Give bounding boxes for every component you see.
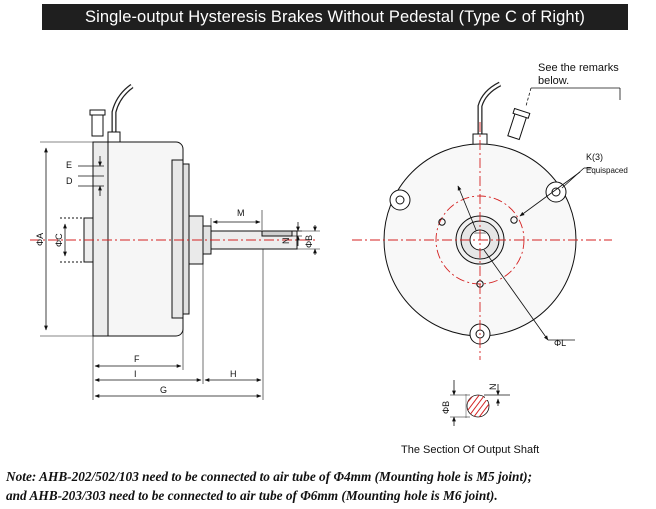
label-equispaced: Equispaced [586, 166, 628, 175]
front-air-fitting [507, 107, 531, 141]
side-view [30, 83, 320, 400]
section-label-n: N [488, 384, 498, 391]
label-e: E [66, 160, 72, 170]
label-f: F [134, 354, 140, 364]
label-k: K(3) [586, 152, 603, 162]
label-n: N [281, 238, 291, 245]
shaft-section-flat [485, 394, 491, 400]
label-d: D [66, 176, 73, 186]
mounting-lug-left [389, 189, 411, 211]
page-title: Single-output Hysteresis Brakes Without … [42, 4, 628, 30]
label-phi-b: ΦB [304, 235, 314, 248]
mounting-lug-right [545, 181, 567, 203]
label-phi-c: ΦC [54, 233, 64, 247]
keyway [261, 230, 293, 237]
remark-line-1: See the remarks [538, 62, 619, 74]
label-g: G [160, 385, 167, 395]
cable-grommet [107, 131, 121, 143]
label-m: M [237, 208, 245, 218]
label-i: I [134, 369, 137, 379]
note-line-2: and AHB-203/303 need to be connected to … [6, 488, 498, 503]
label-phi-a: ΦA [35, 233, 45, 246]
note-line-1: Note: AHB-202/502/103 need to be connect… [6, 469, 532, 484]
front-view [352, 81, 621, 360]
label-h: H [230, 369, 237, 379]
air-fitting [91, 111, 104, 137]
label-phi-l: ΦL [554, 338, 566, 348]
remark-line-2: below. [538, 75, 569, 87]
shaft-section-caption: The Section Of Output Shaft [401, 444, 539, 456]
section-label-phi-b: ΦB [441, 401, 451, 414]
shaft-section [450, 380, 510, 426]
